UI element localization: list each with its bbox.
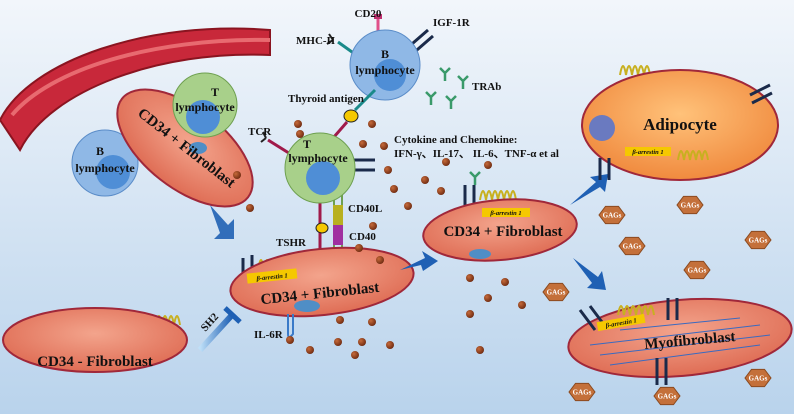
- cd40-label: CD40: [349, 231, 376, 243]
- myofibroblast: β-arrestin 1 Myofibroblast: [567, 297, 793, 385]
- gags-label: GAGs: [658, 393, 677, 401]
- gags-label: GAGs: [688, 267, 707, 275]
- label: β-arrestin 1: [631, 149, 663, 156]
- cytokine-dot: [359, 140, 367, 148]
- trab-label: TRAb: [472, 81, 501, 93]
- cytokine-dot: [484, 294, 492, 302]
- gags-label: GAGs: [681, 202, 700, 210]
- cd34-positive-fibroblast-activated: β-arrestin 1 CD34 + Fibroblast: [422, 171, 578, 262]
- il6r-label: IL-6R: [254, 329, 284, 341]
- label: CD34 + Fibroblast: [443, 224, 562, 240]
- tcr-label: TCR: [248, 126, 272, 138]
- label: lymphocyte: [288, 151, 348, 165]
- cytokine-dot: [442, 158, 450, 166]
- cytokine-dot: [466, 274, 474, 282]
- cytokine-dot: [518, 301, 526, 309]
- label: Myofibroblast: [644, 329, 736, 353]
- cytokine-dot: [484, 161, 492, 169]
- cytokine-dot: [380, 142, 388, 150]
- cytokine-dot: [294, 120, 302, 128]
- cytokine-dot: [296, 130, 304, 138]
- adipocyte: Adipocyte β-arrestin 1: [581, 65, 779, 181]
- b-lymphocyte-vessel: B lymphocyte: [71, 129, 139, 197]
- gags-label: GAGs: [749, 375, 768, 383]
- gags-icon: [653, 386, 681, 406]
- label: lymphocyte: [355, 63, 415, 77]
- cytokine-dot: [358, 338, 366, 346]
- label: β-arrestin 1: [489, 210, 521, 217]
- gags-icon: [744, 368, 772, 388]
- cytokine-dot: [368, 120, 376, 128]
- mhc2-label: MHC-II: [296, 35, 335, 47]
- arrow-down: [210, 205, 234, 239]
- gags-icon: [568, 382, 596, 402]
- arrow-up-right: [570, 174, 608, 205]
- cytokine-dot: [404, 202, 412, 210]
- blood-vessel: [0, 27, 271, 152]
- cd40l-label: CD40L: [348, 203, 382, 215]
- cytokine-dot: [246, 204, 254, 212]
- label: lymphocyte: [75, 161, 135, 175]
- thyroid-antigen-label: Thyroid antigen: [288, 93, 364, 105]
- cytokine-dot: [376, 256, 384, 264]
- arrow-right: [400, 251, 438, 271]
- label: B: [96, 144, 104, 158]
- gags-icon: [618, 236, 646, 256]
- gags-icon: [598, 205, 626, 225]
- cytokine-list-label: IFN-γ、IL-17、 IL-6、TNF-α et al: [394, 148, 559, 160]
- label: B: [381, 47, 389, 61]
- gags-label: GAGs: [603, 212, 622, 220]
- cytokine-dot: [369, 222, 377, 230]
- tshr-label: TSHR: [276, 237, 307, 249]
- label: Adipocyte: [643, 115, 717, 134]
- cytokine-dot: [466, 310, 474, 318]
- label: T: [303, 137, 311, 151]
- gags-label: GAGs: [547, 289, 566, 297]
- cytokine-dot: [384, 166, 392, 174]
- cytokine-dot: [421, 176, 429, 184]
- label: lymphocyte: [175, 100, 235, 114]
- gags-label: GAGs: [749, 237, 768, 245]
- cytokine-dot: [306, 346, 314, 354]
- cytokine-dot: [334, 338, 342, 346]
- cd34-negative-fibroblast: CD34 - Fibroblast: [2, 307, 188, 373]
- cytokine-dot: [368, 318, 376, 326]
- cytokine-dot: [336, 316, 344, 324]
- cd20-label: CD20: [355, 8, 382, 20]
- t-lymphocyte: T lymphocyte: [260, 121, 375, 262]
- cytokine-dot: [501, 278, 509, 286]
- arrow-down-right: [573, 258, 606, 290]
- gags-icon: [744, 230, 772, 250]
- t-lymphocyte-vessel: T lymphocyte: [172, 72, 238, 138]
- cytokine-dots: [233, 120, 526, 359]
- cd34-positive-fibroblast: β-arrestin 1 CD34 + Fibroblast: [229, 246, 415, 338]
- label: β-arrestin 1: [255, 272, 288, 282]
- cytokine-dot: [437, 187, 445, 195]
- igf1r-label: IGF-1R: [433, 17, 471, 29]
- cytokine-dot: [476, 346, 484, 354]
- gags-icon: [676, 195, 704, 215]
- gags-label: GAGs: [623, 243, 642, 251]
- label: CD34 - Fibroblast: [37, 354, 153, 370]
- cytokine-dot: [233, 171, 241, 179]
- trab-antibodies: [425, 67, 469, 109]
- gags-icon: [542, 282, 570, 302]
- b-lymphocyte: B lymphocyte: [326, 14, 434, 112]
- cytokine-dot: [390, 185, 398, 193]
- cytokine-dot: [386, 341, 394, 349]
- gags-icon: [683, 260, 711, 280]
- sh2-inhibition-arrow: [197, 306, 242, 353]
- cytokine-dot: [355, 244, 363, 252]
- cytokine-dot: [351, 351, 359, 359]
- thyroid-antigen-icon: [343, 109, 359, 123]
- gags-label: GAGs: [573, 389, 592, 397]
- cytokine-label: Cytokine and Chemokine:: [394, 134, 517, 146]
- label: T: [211, 85, 219, 99]
- cytokine-dot: [286, 336, 294, 344]
